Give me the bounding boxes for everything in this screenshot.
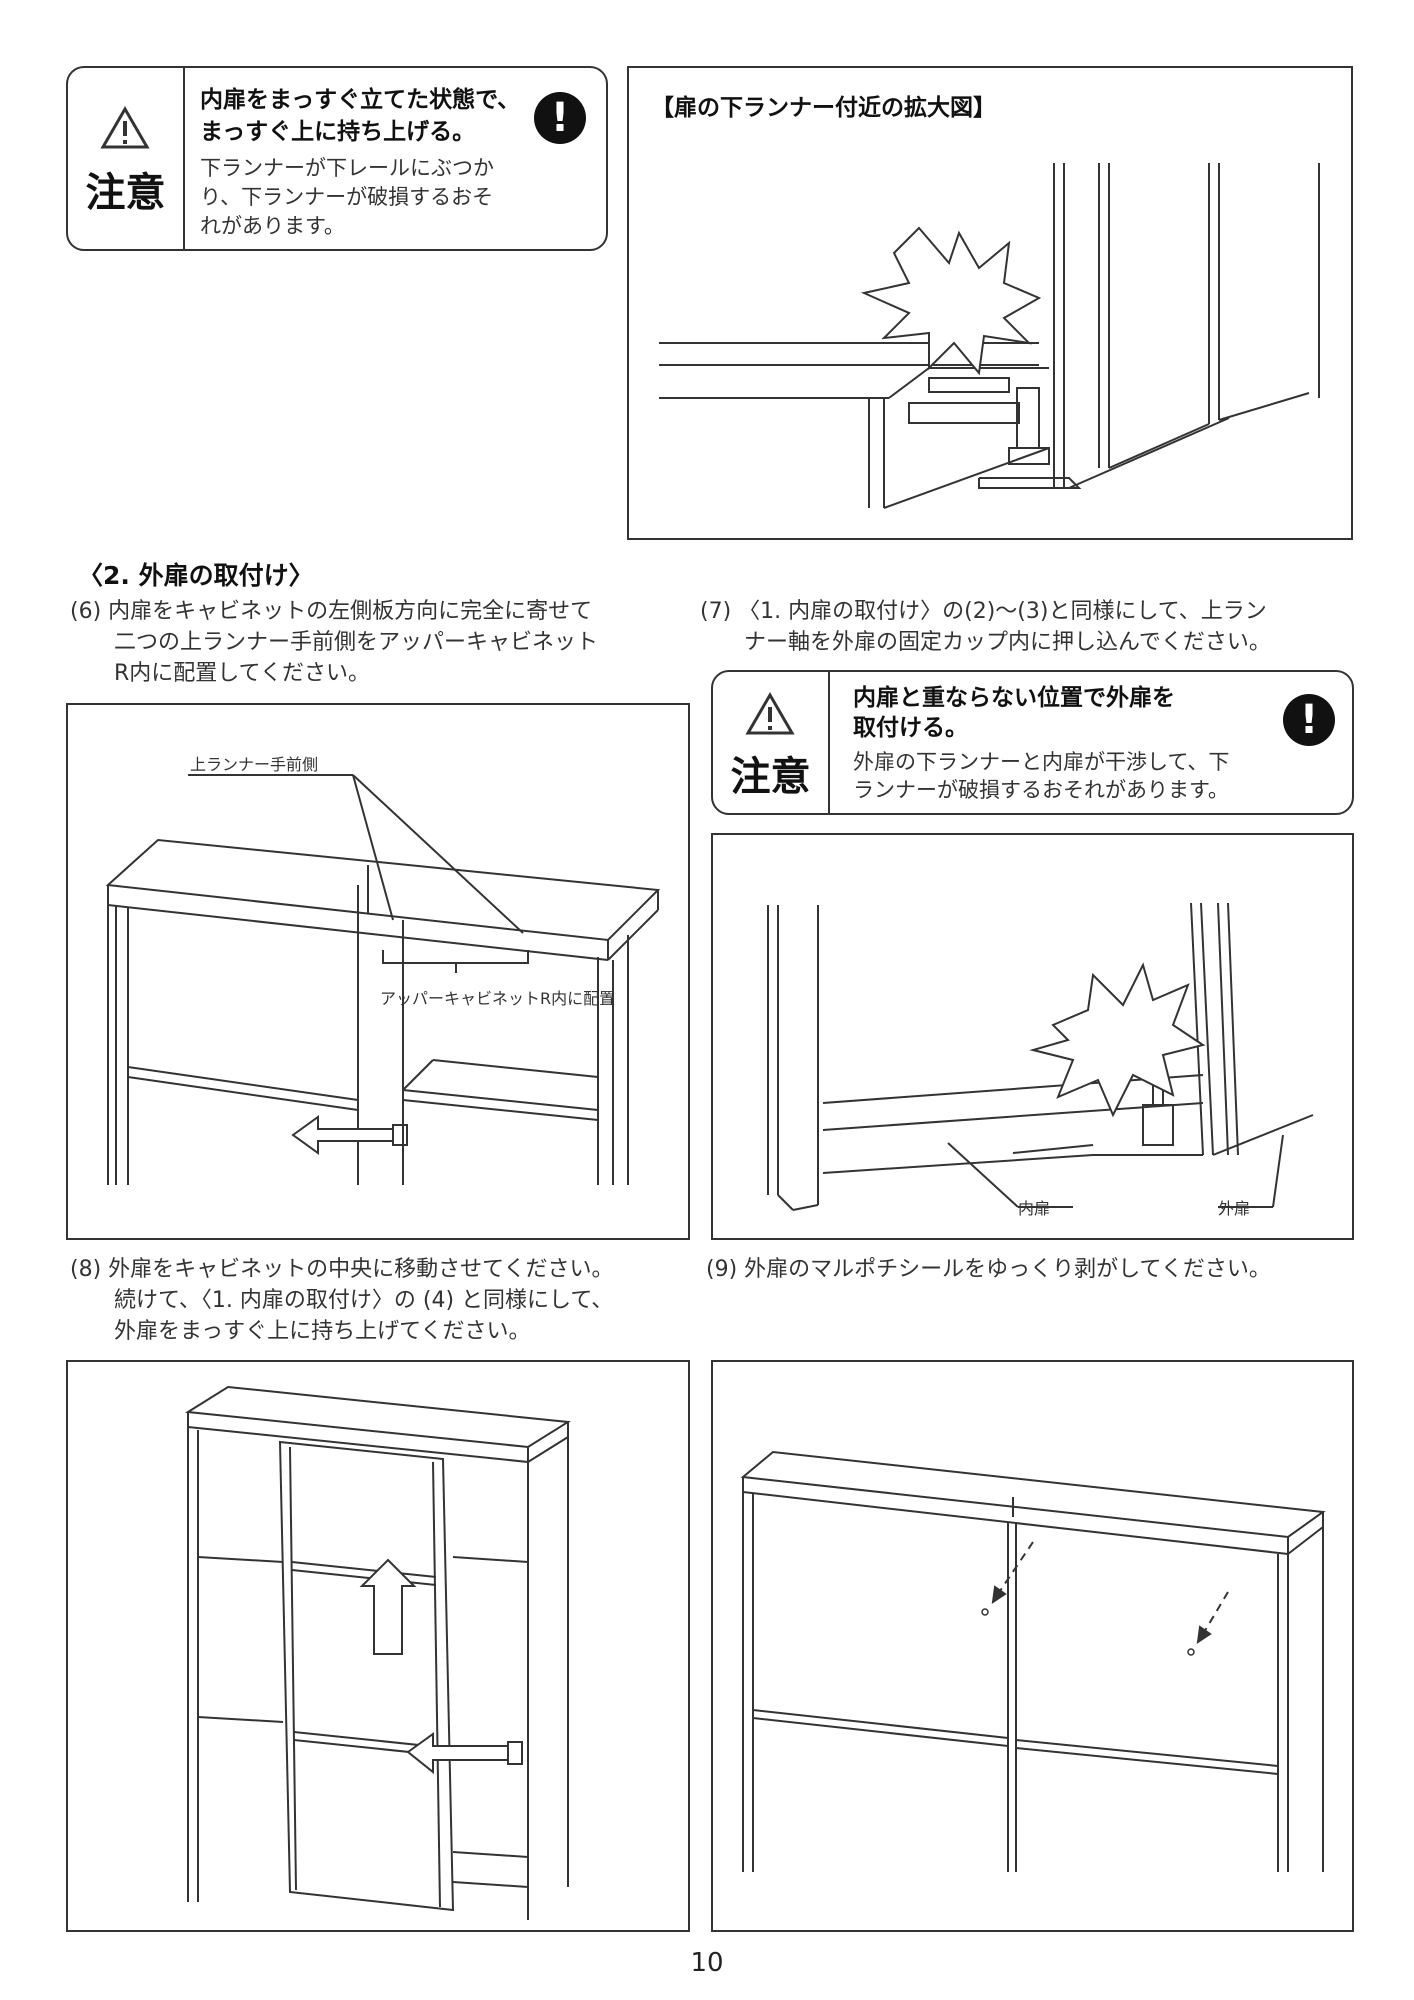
caution-heading-line: 取付ける。 — [853, 715, 968, 741]
caution-word: 注意 — [85, 170, 166, 216]
step-8-text: (8) 外扉をキャビネットの中央に移動させてください。 続けて、〈1. 内扉の取… — [70, 1257, 614, 1344]
caution-body-line: 外扉の下ランナーと内扉が干渉して、下 — [853, 750, 1230, 774]
runner-closeup-drawing — [659, 163, 1320, 509]
page-number: 10 — [690, 1948, 724, 1978]
caution-icon-area: 注意 — [713, 672, 830, 813]
caution-body-line: れがあります。 — [200, 214, 345, 238]
exclamation-icon: ! — [1283, 694, 1335, 746]
step-8-figure — [66, 1360, 690, 1932]
step-7-figure: 内扉 外扉 — [711, 833, 1354, 1240]
warning-triangle-icon — [100, 106, 150, 149]
step-9-figure — [711, 1360, 1354, 1932]
caution-heading-line: 内扉と重ならない位置で外扉を — [853, 685, 1175, 711]
exclamation-icon: ! — [534, 92, 586, 144]
caution-body-line: 下ランナーが下レールにぶつか — [200, 156, 494, 180]
caution-body-line: り、下ランナーが破損するおそ — [200, 185, 494, 209]
label-upper-cabinet-r: アッパーキャビネットR内に配置 — [380, 985, 616, 1009]
caution-box-1: 注意 内扉をまっすぐ立てた状態で、 まっすぐ上に持ち上げる。 下ランナーが下レー… — [66, 66, 608, 251]
caution-heading-line: まっすぐ上に持ち上げる。 — [200, 119, 476, 145]
caution-body-line: ランナーが破損するおそれがあります。 — [853, 778, 1229, 802]
label-upper-runner-front: 上ランナー手前側 — [190, 755, 319, 774]
cabinet-drawing-step-6 — [105, 774, 661, 1185]
section-heading: 〈2. 外扉の取付け〉 — [78, 561, 314, 590]
caution-word: 注意 — [730, 754, 811, 800]
step-7-text: (7) 〈1. 内扉の取付け〉の(2)〜(3)と同様にして、上ラン ナー軸を外扉… — [700, 599, 1271, 655]
step-9-text: (9) 外扉のマルポチシールをゆっくり剥がしてください。 — [706, 1257, 1271, 1282]
caution-box-2: 注意 内扉と重ならない位置で外扉を 取付ける。 外扉の下ランナーと内扉が干渉して… — [711, 670, 1354, 815]
step-6-figure: 上ランナー手前側 アッパーキャビネットR内に配置 — [66, 703, 690, 1240]
door-runner-drawing-step-7 — [767, 902, 1314, 1211]
label-inner-door: 内扉 — [1018, 1199, 1051, 1218]
closeup-figure: 【扉の下ランナー付近の拡大図】 — [627, 66, 1353, 540]
label-outer-door: 外扉 — [1218, 1199, 1251, 1218]
figure-title: 【扉の下ランナー付近の拡大図】 — [651, 95, 996, 121]
warning-triangle-icon — [745, 692, 795, 735]
cabinet-drawing-step-8 — [184, 1385, 572, 1920]
cabinet-drawing-step-9 — [740, 1450, 1326, 1872]
caution-heading-line: 内扉をまっすぐ立てた状態で、 — [200, 87, 521, 113]
step-6-text: (6) 内扉をキャビネットの左側板方向に完全に寄せて 二つの上ランナー手前側をア… — [70, 599, 599, 686]
caution-icon-area: 注意 — [68, 68, 185, 249]
